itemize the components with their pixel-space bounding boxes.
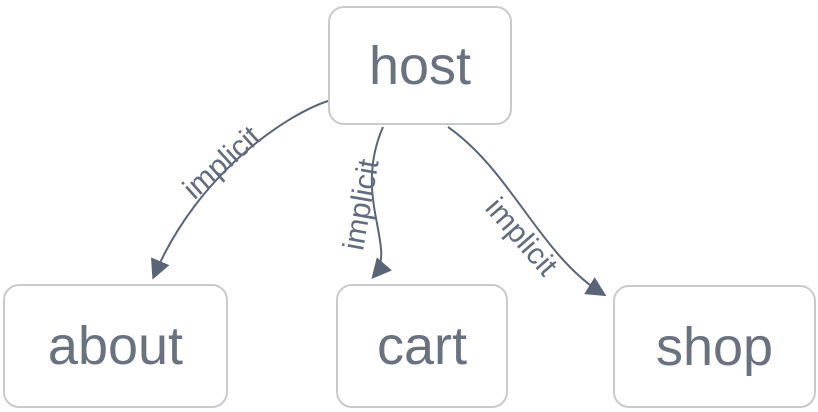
edge-host-about [151,100,329,280]
edge-host-shop [447,126,607,297]
edge-label-host-cart: implicit [337,156,386,253]
node-shop-label: shop [655,316,774,377]
node-cart-label: cart [376,316,468,376]
node-about[interactable]: about [3,284,228,408]
node-shop[interactable]: shop [613,285,816,408]
node-about-label: about [47,316,184,376]
node-host[interactable]: host [328,6,512,125]
edge-host-cart [370,126,392,280]
edge-label-host-about: implicit [177,119,268,205]
node-cart[interactable]: cart [336,284,508,408]
node-host-label: host [368,35,472,96]
